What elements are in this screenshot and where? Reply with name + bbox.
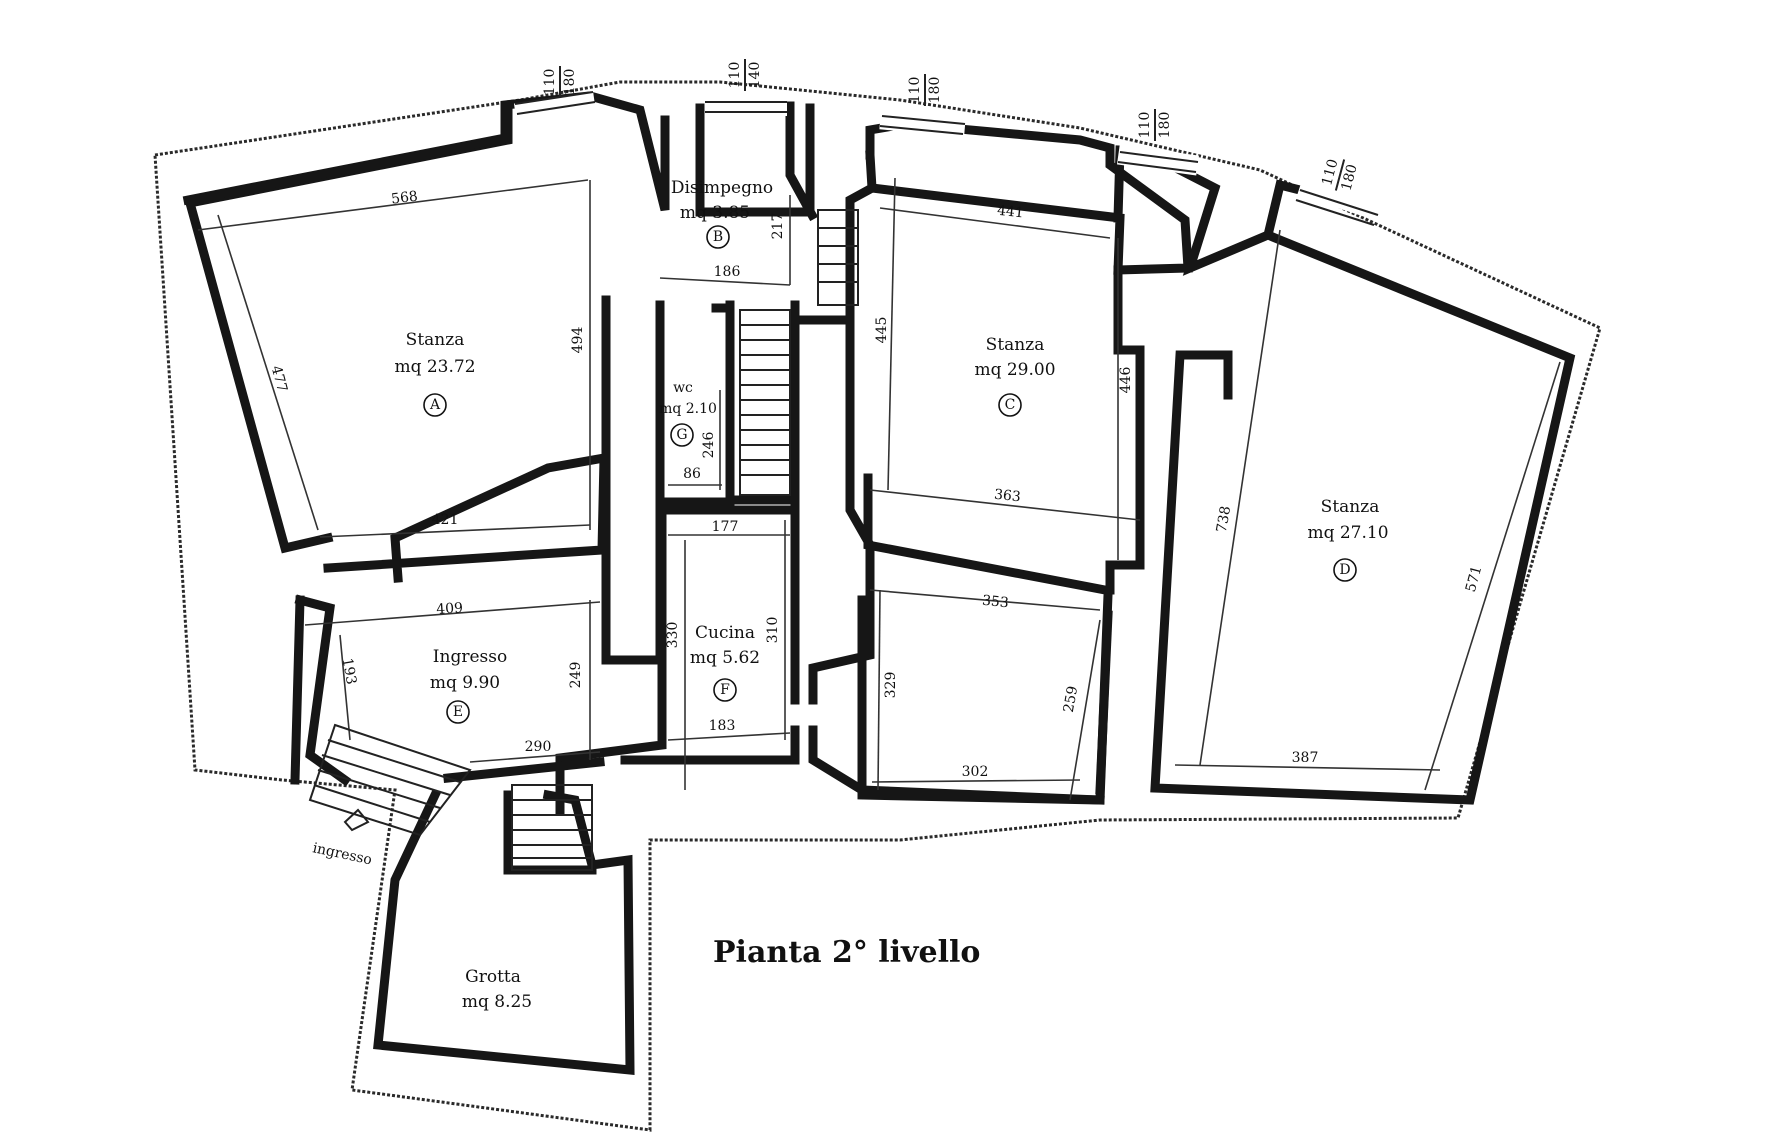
svg-text:409: 409 — [436, 600, 464, 618]
entrance-label: ingresso — [311, 840, 373, 868]
svg-text:446: 446 — [1118, 367, 1134, 394]
svg-text:wc: wc — [673, 380, 693, 396]
room-label-b: Disimpegno mq 3.85 B — [671, 178, 773, 249]
stair-main — [739, 309, 791, 496]
svg-text:mq 3.85: mq 3.85 — [680, 203, 750, 223]
svg-text:183: 183 — [709, 718, 736, 734]
svg-text:177: 177 — [712, 519, 739, 535]
room-label-g: wc mq 2.10 G — [659, 380, 717, 447]
window-label-4: 110 180 — [1137, 109, 1173, 141]
window-label-3: 110 180 — [907, 74, 943, 106]
svg-text:F: F — [720, 682, 730, 698]
stair-grotta — [511, 784, 593, 871]
svg-text:302: 302 — [962, 764, 989, 780]
svg-text:180: 180 — [562, 69, 578, 96]
room-e-walls — [290, 594, 605, 787]
svg-text:Stanza: Stanza — [986, 335, 1045, 355]
room-label-c: Stanza mq 29.00 C — [974, 335, 1056, 417]
window-label-5: 110 180 — [1319, 157, 1361, 193]
room-a-right-wall — [601, 295, 665, 665]
svg-text:738: 738 — [1214, 505, 1234, 534]
svg-text:Disimpegno: Disimpegno — [671, 178, 773, 198]
svg-text:mq 23.72: mq 23.72 — [394, 357, 475, 377]
svg-text:C: C — [1005, 397, 1016, 413]
svg-text:mq 9.90: mq 9.90 — [430, 673, 500, 693]
room-c-mid-wall — [857, 473, 1113, 805]
svg-text:494: 494 — [570, 327, 586, 354]
room-c-right-wall — [1105, 265, 1145, 595]
svg-text:140: 140 — [747, 62, 763, 89]
svg-text:571: 571 — [1463, 564, 1485, 594]
svg-text:193: 193 — [339, 657, 359, 686]
dimension-lines — [197, 177, 1561, 801]
stair-entrance — [308, 723, 472, 837]
room-a-walls — [184, 103, 609, 583]
entrance-arrow-icon — [343, 808, 370, 832]
plan-title: Pianta 2° livello — [713, 935, 980, 970]
svg-text:110: 110 — [1319, 157, 1341, 187]
svg-text:110: 110 — [542, 69, 558, 96]
stair-upper — [817, 209, 859, 306]
svg-text:Stanza: Stanza — [406, 330, 465, 350]
svg-text:180: 180 — [927, 77, 943, 104]
window-openings — [513, 91, 1381, 226]
svg-text:217: 217 — [770, 213, 786, 240]
room-b-walls — [695, 103, 815, 217]
svg-text:329: 329 — [883, 672, 899, 699]
svg-text:445: 445 — [874, 317, 890, 344]
svg-text:Grotta: Grotta — [465, 967, 521, 987]
room-label-d: Stanza mq 27.10 D — [1307, 497, 1389, 582]
svg-text:353: 353 — [981, 593, 1009, 612]
outer-boundary — [153, 80, 1602, 1132]
svg-text:180: 180 — [1338, 163, 1360, 193]
svg-text:A: A — [429, 397, 441, 413]
svg-text:Ingresso: Ingresso — [433, 647, 507, 667]
svg-text:Stanza: Stanza — [1321, 497, 1380, 517]
room-c-lower-right — [1095, 610, 1113, 795]
svg-text:mq 29.00: mq 29.00 — [974, 360, 1055, 380]
svg-text:110: 110 — [907, 77, 923, 104]
svg-text:mq 5.62: mq 5.62 — [690, 648, 760, 668]
dimension-labels: 568 477 494 421 186 217 246 86 177 409 1… — [268, 188, 1486, 780]
svg-text:mq 8.25: mq 8.25 — [462, 992, 532, 1012]
svg-text:421: 421 — [432, 512, 459, 528]
svg-text:180: 180 — [1157, 112, 1173, 139]
room-b-right — [785, 101, 819, 222]
svg-text:186: 186 — [714, 264, 741, 280]
svg-text:110: 110 — [727, 62, 743, 89]
svg-text:259: 259 — [1061, 685, 1081, 714]
room-d-walls — [1150, 163, 1576, 805]
svg-text:D: D — [1339, 562, 1350, 578]
svg-text:387: 387 — [1292, 750, 1319, 766]
room-label-grotta: Grotta mq 8.25 — [462, 967, 532, 1012]
svg-text:568: 568 — [390, 188, 418, 207]
svg-text:246: 246 — [701, 432, 717, 459]
svg-text:363: 363 — [993, 487, 1021, 506]
svg-text:477: 477 — [268, 364, 290, 394]
svg-text:441: 441 — [996, 203, 1024, 222]
svg-text:310: 310 — [765, 617, 781, 644]
room-label-f: Cucina mq 5.62 F — [690, 623, 760, 702]
room-label-e: Ingresso mq 9.90 E — [430, 647, 507, 724]
svg-text:249: 249 — [568, 662, 584, 689]
room-label-a: Stanza mq 23.72 A — [394, 330, 476, 417]
central-corridor-wall — [790, 495, 1105, 805]
svg-text:B: B — [713, 229, 723, 245]
window-label-2: 110 140 — [727, 59, 763, 91]
svg-text:110: 110 — [1137, 112, 1153, 139]
window-label-1: 110 180 — [542, 66, 578, 98]
svg-text:86: 86 — [683, 466, 701, 482]
svg-text:G: G — [676, 427, 687, 443]
svg-text:E: E — [453, 704, 463, 720]
svg-text:330: 330 — [665, 622, 681, 649]
svg-text:Cucina: Cucina — [695, 623, 755, 643]
svg-text:mq 2.10: mq 2.10 — [659, 401, 717, 417]
svg-text:290: 290 — [525, 739, 552, 755]
svg-text:mq 27.10: mq 27.10 — [1307, 523, 1388, 543]
